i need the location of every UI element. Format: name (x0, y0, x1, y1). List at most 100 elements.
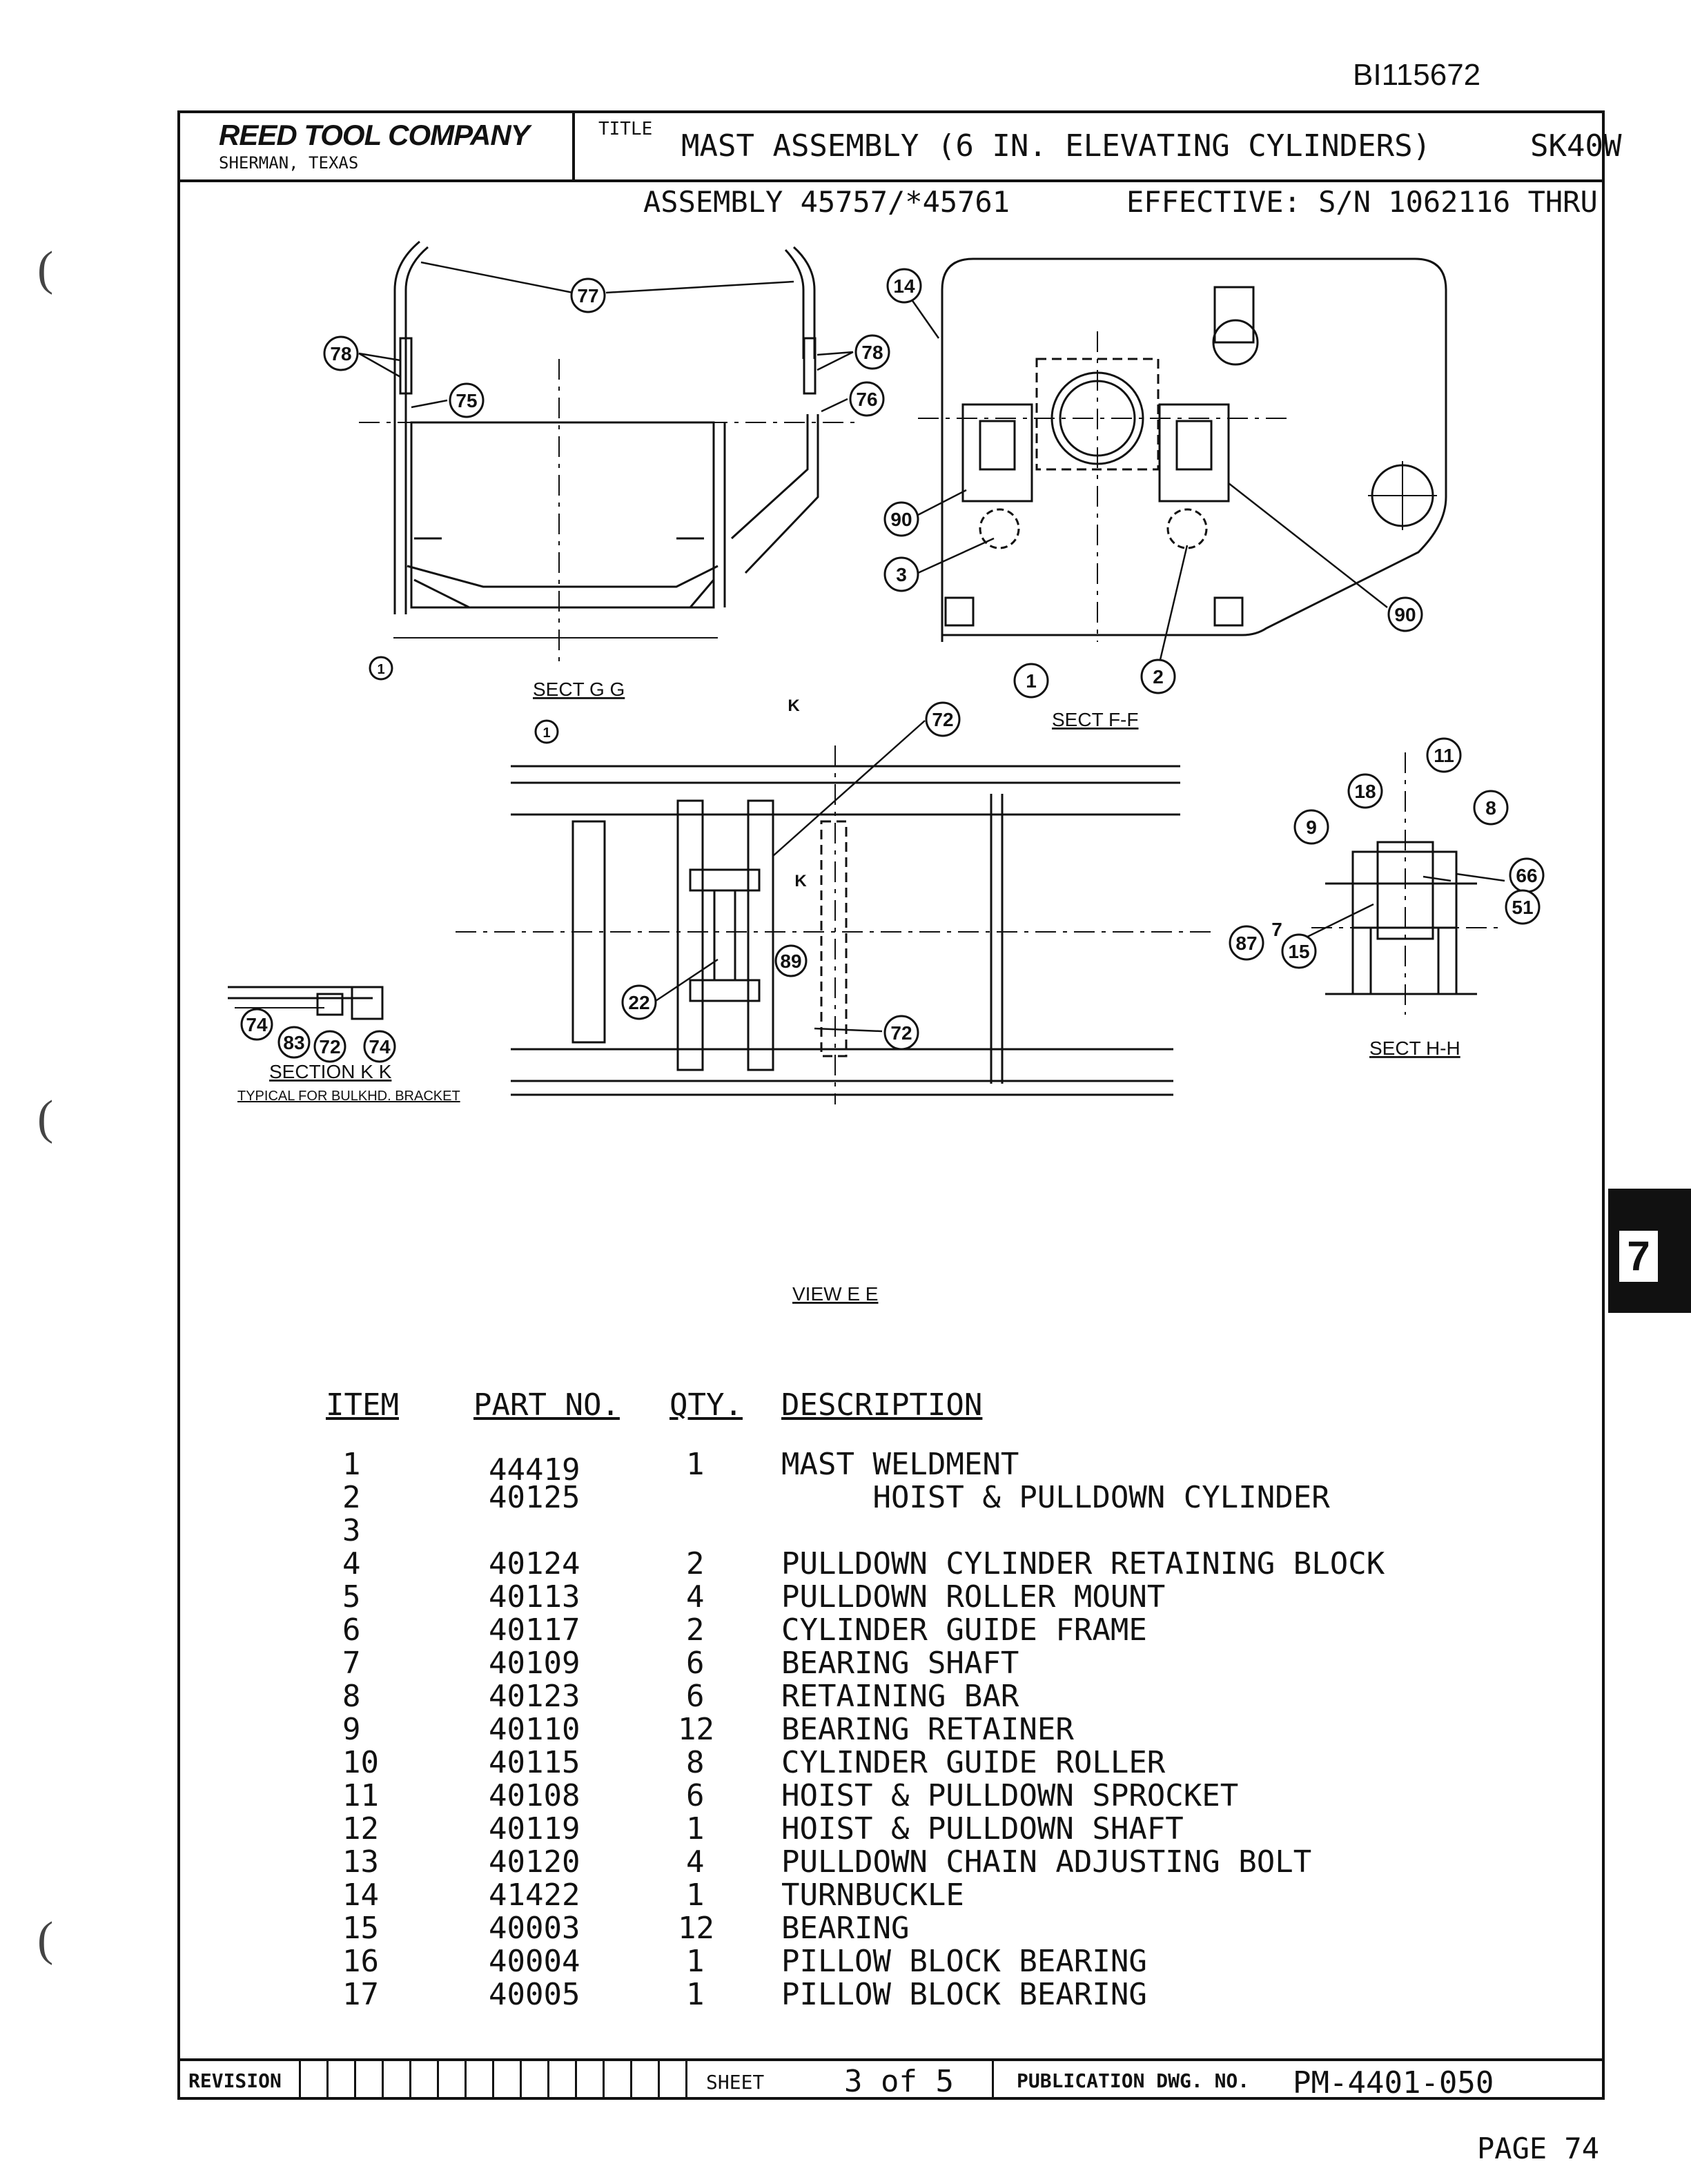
col-header-part-no: PART NO. (473, 1387, 620, 1423)
callout-1: 1 (1026, 670, 1037, 692)
sect-ff-label: SECT F-F (1052, 709, 1138, 730)
part-number: 40005 (489, 1977, 580, 2012)
callout-3: 3 (896, 564, 907, 585)
callout-15: 15 (1288, 941, 1309, 962)
company-cell: REED TOOL COMPANY SHERMAN, TEXAS (177, 110, 575, 179)
item-number: 17 (342, 1977, 379, 2012)
sect-hh-view (1311, 752, 1498, 1015)
part-description: PILLOW BLOCK BEARING (781, 1944, 1147, 1979)
sheet-number: 3 of 5 (844, 2064, 954, 2099)
part-number: 40113 (489, 1579, 580, 1615)
callout-8: 8 (1485, 797, 1496, 819)
callout-76: 76 (856, 389, 877, 410)
part-number: 40124 (489, 1546, 580, 1581)
binder-hole-mark: ( (37, 1913, 54, 1966)
item-number: 1 (342, 1447, 361, 1482)
callout-14: 14 (893, 275, 915, 297)
effective-serial: EFFECTIVE: S/N 1062116 THRU (1126, 185, 1598, 219)
typical-note: TYPICAL FOR BULKHD. BRACKET (237, 1089, 460, 1104)
binder-hole-mark: ( (37, 242, 54, 295)
callout-9: 9 (1306, 817, 1317, 838)
quantity: 4 (686, 1844, 705, 1880)
part-number: 40003 (489, 1911, 580, 1946)
part-description: CYLINDER GUIDE FRAME (781, 1612, 1147, 1648)
item-number: 7 (342, 1646, 361, 1681)
section-kk-label: SECTION K K (269, 1061, 392, 1082)
item-number: 5 (342, 1579, 361, 1615)
quantity: 12 (678, 1712, 714, 1747)
part-description: BEARING SHAFT (781, 1646, 1019, 1681)
quantity: 6 (686, 1679, 705, 1714)
page-number: PAGE 74 (1477, 2132, 1600, 2165)
part-description: HOIST & PULLDOWN SPROCKET (781, 1778, 1239, 1813)
quantity: 4 (686, 1579, 705, 1615)
sect-gg-label: SECT G G (533, 679, 625, 700)
sect-hh-label: SECT H-H (1369, 1037, 1460, 1059)
part-description: RETAINING BAR (781, 1679, 1019, 1714)
item-number: 9 (342, 1712, 361, 1747)
callout-72: 72 (319, 1036, 340, 1057)
item-number: 11 (342, 1778, 379, 1813)
part-description: HOIST & PULLDOWN CYLINDER (781, 1480, 1330, 1515)
part-description: BEARING (781, 1911, 910, 1946)
company-name: REED TOOL COMPANY (219, 119, 530, 151)
sect-ff-view (918, 257, 1447, 642)
callout-18: 18 (1354, 781, 1376, 802)
item-number: 13 (342, 1844, 379, 1880)
part-number: 40125 (489, 1480, 580, 1515)
part-number: 40115 (489, 1745, 580, 1780)
part-description: PULLDOWN CHAIN ADJUSTING BOLT (781, 1844, 1312, 1880)
sect-gg-view (359, 240, 856, 663)
callout-11: 11 (1434, 745, 1454, 766)
callout-87: 87 (1235, 933, 1257, 954)
col-header-description: DESCRIPTION (781, 1387, 983, 1423)
item-number: 12 (342, 1811, 379, 1846)
item-number: 4 (342, 1546, 361, 1581)
part-number: 40109 (489, 1646, 580, 1681)
sheet-label: SHEET (706, 2071, 765, 2094)
revision-bar: REVISION SHEET 3 of 5 PUBLICATION DWG. N… (177, 2058, 1605, 2100)
quantity: 1 (686, 1977, 705, 2012)
callout-78: 78 (861, 342, 883, 363)
view-ee (456, 745, 1215, 1104)
view-ee-label: VIEW E E (792, 1283, 878, 1305)
callout-74: 74 (246, 1014, 268, 1035)
leader-lines (358, 261, 1505, 1033)
revision-label: REVISION (188, 2069, 282, 2092)
part-description: MAST WELDMENT (781, 1447, 1019, 1482)
mast-assembly-drawing: 77 78 78 75 76 14 90 3 1 2 90 72 22 72 8… (228, 240, 1545, 1305)
company-location: SHERMAN, TEXAS (219, 153, 359, 173)
part-description: PULLDOWN CYLINDER RETAINING BLOCK (781, 1546, 1385, 1581)
publication-number: PM-4401-050 (1293, 2065, 1494, 2100)
part-description: PILLOW BLOCK BEARING (781, 1977, 1147, 2012)
drawing-frame (177, 110, 1605, 2100)
part-number: 40119 (489, 1811, 580, 1846)
part-description: TURNBUCKLE (781, 1878, 964, 1913)
quantity: 6 (686, 1778, 705, 1813)
callout-77: 77 (577, 285, 598, 306)
binder-hole-mark: ( (37, 1091, 54, 1144)
callout-90: 90 (890, 509, 912, 530)
callout-72: 72 (890, 1022, 912, 1044)
item-number: 14 (342, 1878, 379, 1913)
callout-7: 7 (1271, 919, 1282, 940)
drawing-title: MAST ASSEMBLY (6 IN. ELEVATING CYLINDERS… (681, 128, 1431, 164)
publication-label: PUBLICATION DWG. NO. (1017, 2069, 1250, 2092)
callout-1: 1 (377, 662, 384, 677)
item-number: 15 (342, 1911, 379, 1946)
item-number: 6 (342, 1612, 361, 1648)
part-number: 40110 (489, 1712, 580, 1747)
quantity: 12 (678, 1911, 714, 1946)
assembly-number: ASSEMBLY 45757/*45761 (643, 185, 1010, 219)
part-number: 40123 (489, 1679, 580, 1714)
section-kk-view (228, 986, 384, 1020)
part-description: PULLDOWN ROLLER MOUNT (781, 1579, 1166, 1615)
part-description: CYLINDER GUIDE ROLLER (781, 1745, 1166, 1780)
document-id: BI115672 (1353, 58, 1481, 92)
section-tab-number: 7 (1617, 1229, 1660, 1284)
item-number: 2 (342, 1480, 361, 1515)
callout-89: 89 (780, 950, 801, 972)
item-number: 8 (342, 1679, 361, 1714)
part-number: 44419 (489, 1452, 580, 1488)
part-number: 41422 (489, 1878, 580, 1913)
